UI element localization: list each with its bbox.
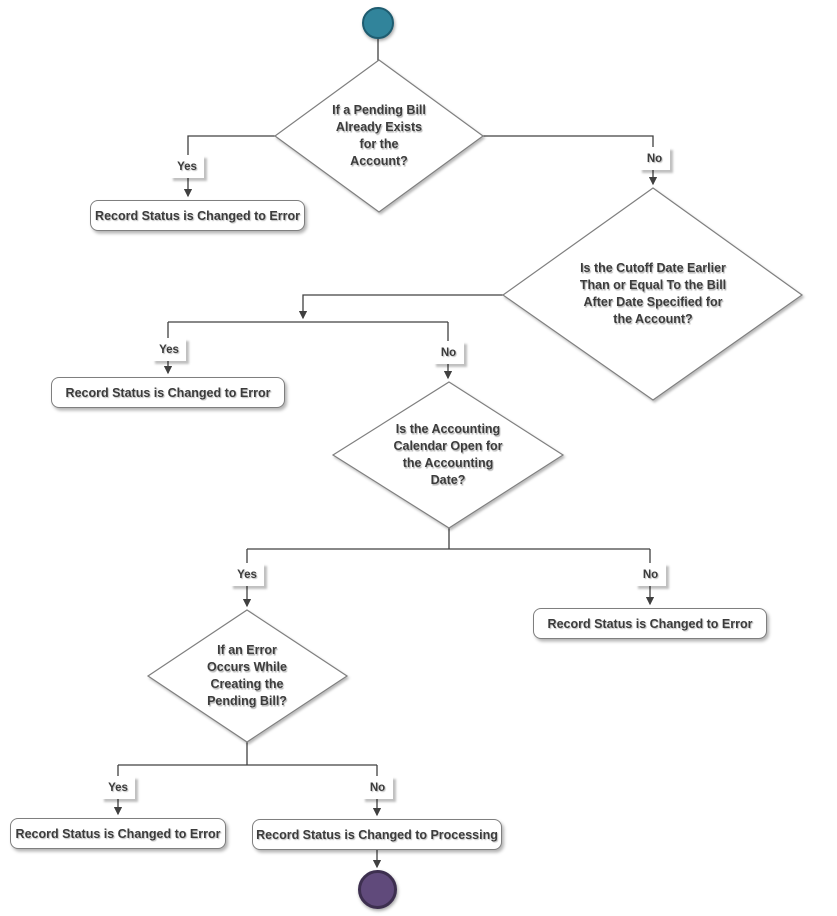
decision-diamond-accounting-calendar <box>331 381 565 529</box>
branch-label-d3-yes: Yes <box>230 563 264 586</box>
process-box-error-4: Record Status is Changed to Error <box>10 818 226 849</box>
connector-d1-no <box>483 135 658 186</box>
branch-label-d1-no: No <box>639 147 670 170</box>
process-box-error-3: Record Status is Changed to Error <box>533 608 767 639</box>
branch-label-d2-no: No <box>433 341 464 364</box>
connector-d2-yes-out <box>298 294 503 320</box>
branch-label-d3-no: No <box>635 563 666 586</box>
start-node <box>362 7 394 39</box>
decision-diamond-pending-bill <box>273 59 485 213</box>
decision-diamond-cutoff-date <box>501 187 804 401</box>
decision-diamond-error-occurs <box>146 609 349 743</box>
process-box-error-2: Record Status is Changed to Error <box>51 377 285 408</box>
end-node <box>358 870 397 909</box>
branch-label-d4-no: No <box>362 776 393 799</box>
branch-label-d2-yes: Yes <box>152 338 186 361</box>
process-box-processing: Record Status is Changed to Processing <box>252 819 502 850</box>
branch-label-d1-yes: Yes <box>170 155 204 178</box>
branch-label-d4-yes: Yes <box>101 776 135 799</box>
process-box-error-1: Record Status is Changed to Error <box>90 200 305 231</box>
